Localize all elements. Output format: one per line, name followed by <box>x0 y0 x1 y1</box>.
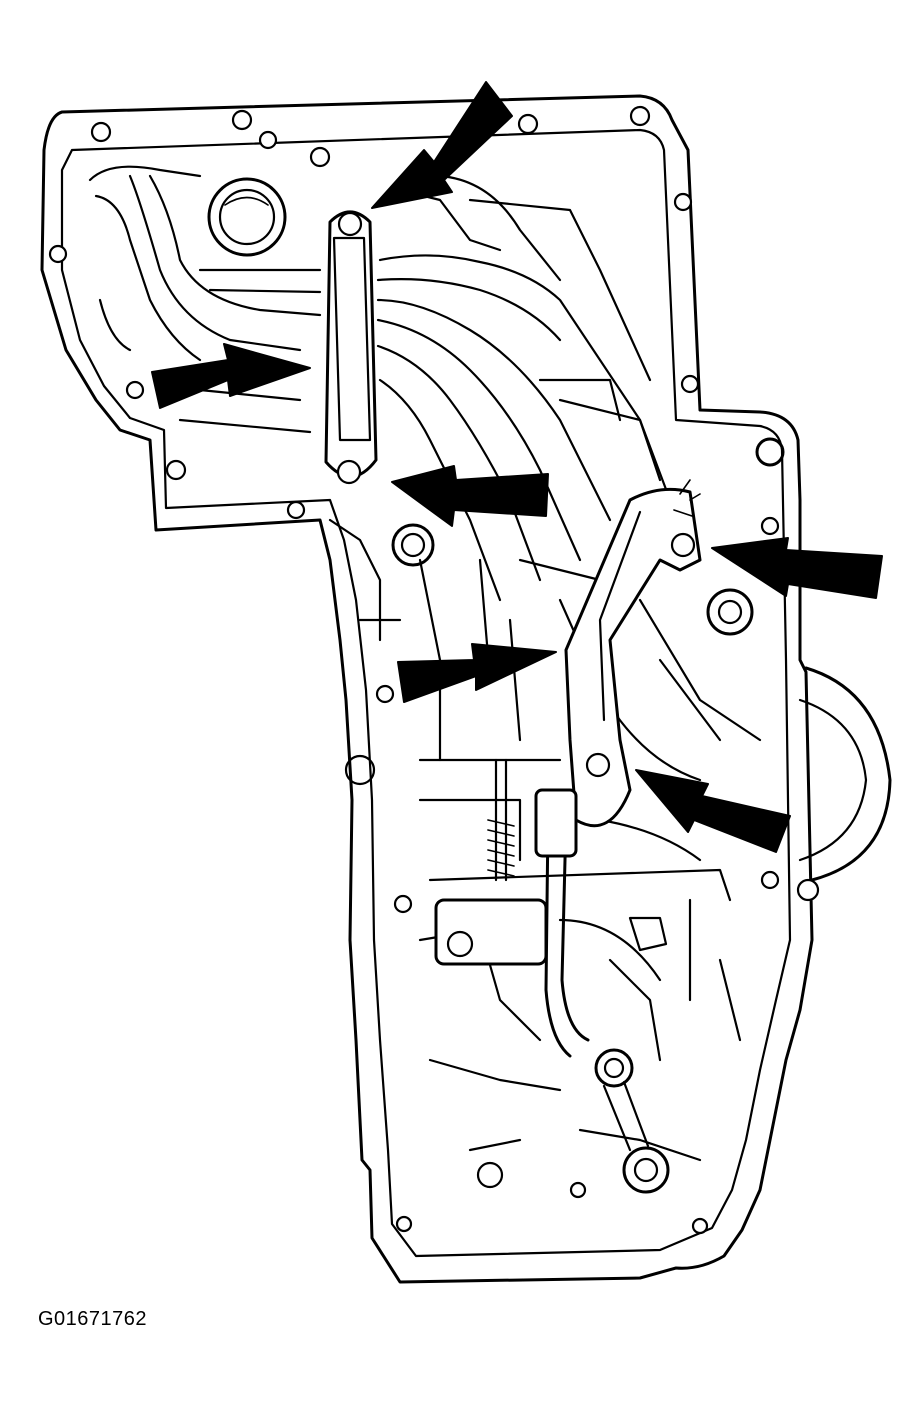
upper-bracket <box>324 210 378 485</box>
solenoid-housing <box>796 666 892 902</box>
arrow-top-pointing-down-left <box>371 81 513 209</box>
arrow-lower-left-pointing-right <box>397 643 557 703</box>
lower-left-boss <box>344 754 376 786</box>
arrow-middle-pointing-left <box>391 465 549 527</box>
perimeter-bolt-holes <box>48 105 780 1235</box>
lower-block <box>434 898 668 982</box>
valve-body-passages <box>88 165 762 1162</box>
arrow-left-pointing-right <box>151 343 311 409</box>
figure-id-label: G01671762 <box>38 1308 148 1330</box>
arrow-right-pointing-left <box>711 537 883 599</box>
center-port <box>391 523 435 567</box>
lower-linkage <box>594 1048 670 1194</box>
arrow-lower-right-pointing-up-left <box>635 769 791 853</box>
filter-port <box>207 177 287 257</box>
detent-spring <box>487 758 515 882</box>
right-plug <box>706 588 754 636</box>
side-bolt <box>755 437 785 467</box>
callout-arrows <box>151 81 883 853</box>
oil-tube <box>534 788 590 1058</box>
housing-outline <box>40 94 814 1284</box>
pipe-bracket <box>564 479 702 828</box>
gasket-outline <box>60 128 792 1258</box>
